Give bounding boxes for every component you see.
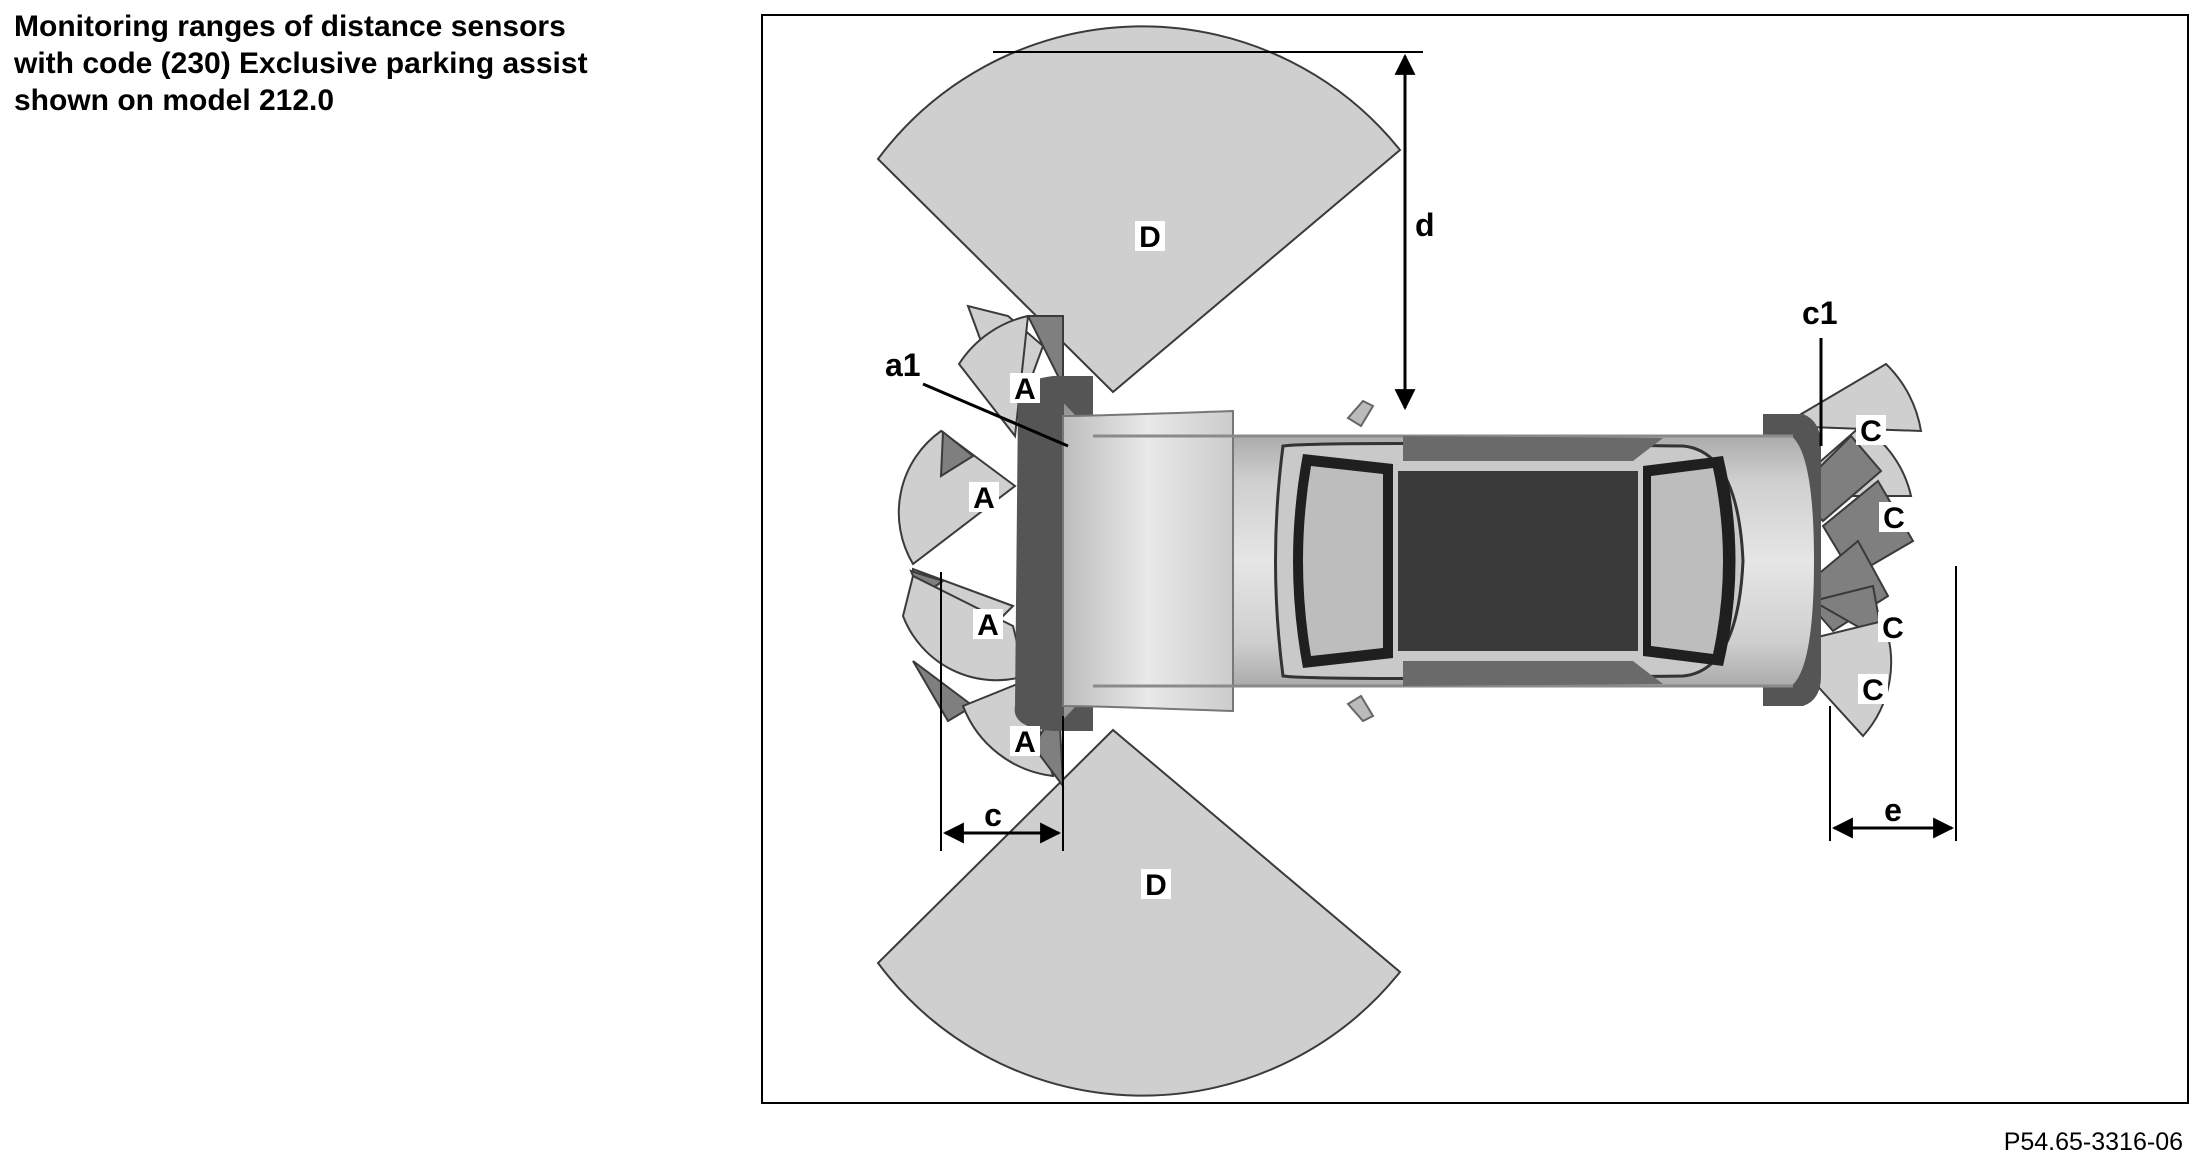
svg-text:C: C	[1883, 502, 1905, 535]
zone-label-c-2: C	[1879, 502, 1909, 535]
svg-text:c1: c1	[1802, 295, 1838, 331]
svg-text:A: A	[973, 482, 995, 515]
svg-text:A: A	[977, 609, 999, 642]
svg-text:C: C	[1862, 674, 1884, 707]
svg-text:C: C	[1860, 415, 1882, 448]
mirror-right	[1346, 694, 1375, 723]
caption-line-3: shown on model 212.0	[14, 84, 335, 117]
svg-text:D: D	[1145, 869, 1167, 902]
zone-label-d-bottom: D	[1141, 869, 1171, 902]
mirror-left	[1346, 399, 1375, 428]
caption-line-1: Monitoring ranges of distance sensors	[14, 10, 566, 43]
zone-label-c-3: C	[1878, 612, 1908, 645]
zone-label-c-1: C	[1856, 415, 1886, 448]
svg-text:a1: a1	[885, 347, 921, 383]
svg-text:A: A	[1014, 726, 1036, 759]
svg-text:c: c	[984, 797, 1002, 833]
vehicle-top-view	[1014, 376, 1821, 731]
zone-label-c-4: C	[1858, 674, 1888, 707]
parking-sensor-diagram: A A A A C C C C	[876, 25, 1957, 1097]
side-zone-top	[876, 25, 1402, 394]
dimension-d: d	[993, 51, 1435, 411]
zone-label-a-2: A	[969, 482, 999, 515]
svg-text:e: e	[1884, 792, 1902, 828]
callout-a1: a1	[885, 347, 1069, 448]
side-zone-bottom	[876, 728, 1402, 1097]
svg-text:C: C	[1882, 612, 1904, 645]
svg-text:A: A	[1014, 373, 1036, 406]
zone-label-a-4: A	[1010, 726, 1040, 759]
figure-reference: P54.65-3316-06	[2003, 1128, 2183, 1156]
diagram-caption: Monitoring ranges of distance sensors wi…	[14, 8, 714, 119]
zone-label-a-1: A	[1010, 373, 1040, 406]
svg-text:D: D	[1139, 221, 1161, 254]
zone-label-d-top: D	[1135, 221, 1165, 254]
sunroof	[1398, 471, 1638, 651]
dimension-c: c	[940, 572, 1064, 851]
svg-text:d: d	[1415, 207, 1435, 243]
diagram-frame: A A A A C C C C	[761, 14, 2189, 1104]
zone-label-a-3: A	[973, 609, 1003, 642]
caption-line-2: with code (230) Exclusive parking assist	[14, 47, 588, 80]
callout-c1: c1	[1802, 295, 1838, 446]
dimension-e: e	[1829, 566, 1957, 841]
